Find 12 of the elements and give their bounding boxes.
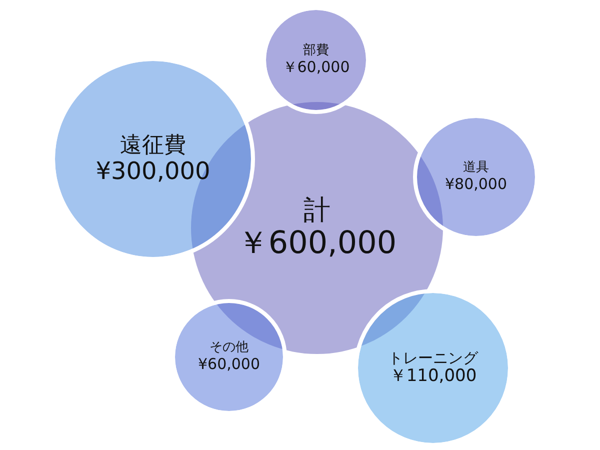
amount-text: ￥600,000 (237, 226, 397, 262)
amount-text: ¥60,000 (198, 356, 260, 374)
heading-text: トレーニング (388, 350, 478, 367)
heading-text: その他 (210, 340, 248, 356)
amount-text: ￥110,000 (389, 366, 477, 386)
heading-text: 道具 (463, 160, 489, 176)
heading-text: 遠征費 (120, 132, 186, 158)
amount-text: ￥60,000 (282, 58, 350, 76)
amount-text: ¥300,000 (96, 158, 210, 186)
amount-text: ¥80,000 (444, 176, 508, 194)
heading-text: 計 (304, 194, 330, 226)
heading-text: 部費 (303, 44, 329, 59)
